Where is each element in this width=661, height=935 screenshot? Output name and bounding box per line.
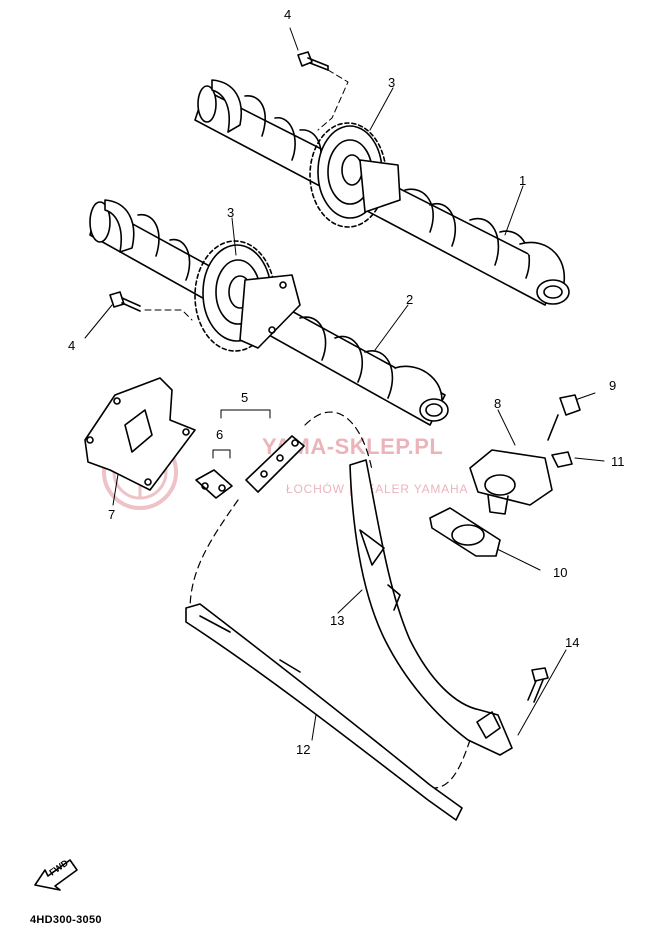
bolt-4-lower: [109, 291, 193, 321]
sprocket-upper: [309, 122, 401, 228]
chain-guide-top: [84, 377, 196, 491]
leader-lines: [84, 27, 605, 741]
fwd-arrow-icon: [34, 859, 78, 891]
callout-14: 14: [565, 635, 580, 650]
bolt-4-upper: [297, 51, 349, 131]
chain-guide-rear: [349, 459, 513, 756]
callout-7: 7: [108, 507, 116, 522]
callout-4-upper: 4: [284, 7, 292, 22]
callout-3-upper: 3: [388, 75, 396, 90]
chain-tensioner: [469, 394, 581, 515]
callout-6: 6: [216, 427, 224, 442]
callout-11: 11: [611, 454, 625, 469]
callout-10: 10: [553, 565, 568, 580]
sprocket-lower: [194, 240, 301, 352]
callout-3-lower: 3: [227, 205, 235, 220]
callout-5: 5: [241, 390, 249, 405]
timing-chain-path: [189, 411, 471, 789]
tensioner-gasket: [429, 507, 501, 557]
callout-4-lower: 4: [68, 338, 76, 353]
callout-9: 9: [609, 378, 617, 393]
callout-12: 12: [296, 742, 311, 757]
diagram-part-code: 4HD300-3050: [30, 914, 102, 926]
chain-guide-front: [185, 603, 463, 821]
callout-1: 1: [519, 173, 527, 188]
watermark-subtitle: ŁOCHÓW | DEALER YAMAHA: [286, 482, 469, 496]
chain-links: [195, 435, 305, 499]
callout-13: 13: [330, 613, 345, 628]
callout-8: 8: [494, 396, 502, 411]
callout-2: 2: [406, 292, 414, 307]
bolt-14: [527, 667, 549, 703]
